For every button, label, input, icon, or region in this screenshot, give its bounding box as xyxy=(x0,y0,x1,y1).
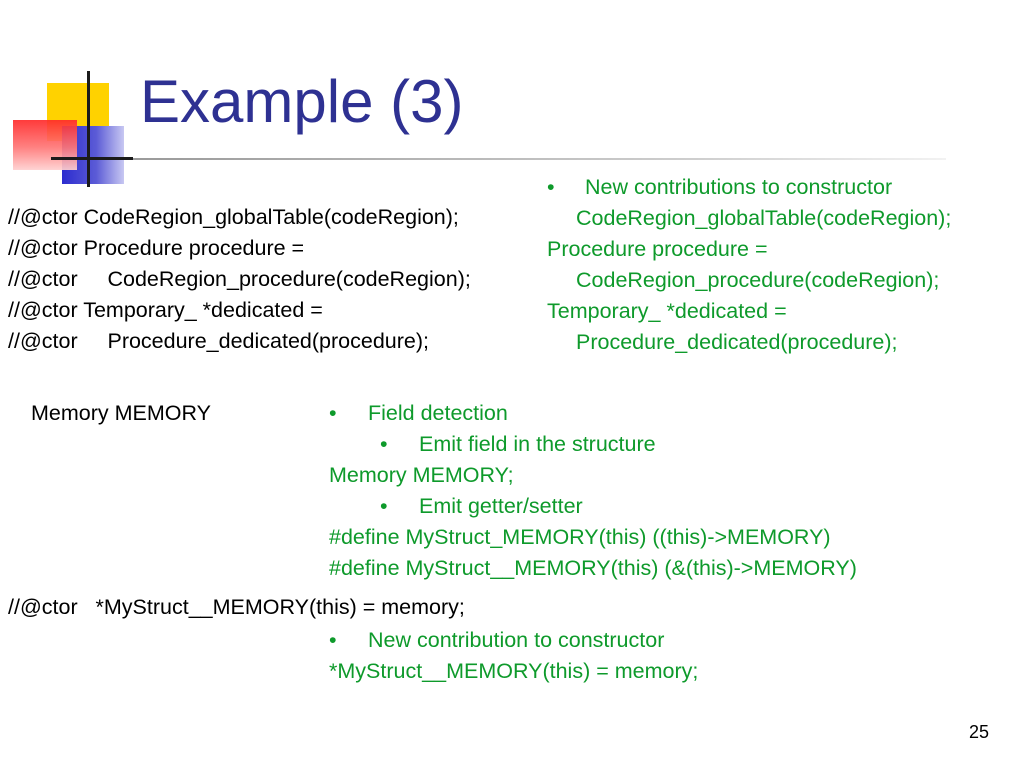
note-subitem: Emit field in the structure xyxy=(419,432,656,456)
bullet-icon: • xyxy=(329,628,337,652)
field-label: Memory MEMORY xyxy=(31,401,211,425)
page-number: 25 xyxy=(969,722,990,742)
code-line: //@ctor CodeRegion_globalTable(codeRegio… xyxy=(8,205,459,229)
bullet-icon: • xyxy=(380,432,388,456)
slide-logo-decoration xyxy=(0,0,140,200)
title-underline xyxy=(133,158,946,160)
note-code: #define MyStruct_MEMORY(this) ((this)->M… xyxy=(329,525,831,549)
horizontal-line-decoration xyxy=(51,157,133,160)
note-line: Temporary_ *dedicated = xyxy=(547,299,787,323)
code-line: //@ctor Temporary_ *dedicated = xyxy=(8,298,323,322)
note-line: CodeRegion_procedure(codeRegion); xyxy=(576,268,940,292)
note-heading: New contributions to constructor xyxy=(585,175,893,199)
bullet-icon: • xyxy=(380,494,388,518)
note-line: Procedure_dedicated(procedure); xyxy=(576,330,898,354)
red-square-decoration xyxy=(13,120,77,170)
note-subitem: Emit getter/setter xyxy=(419,494,583,518)
note-code: *MyStruct__MEMORY(this) = memory; xyxy=(329,659,699,683)
code-line: //@ctor Procedure_dedicated(procedure); xyxy=(8,329,429,353)
note-line: CodeRegion_globalTable(codeRegion); xyxy=(576,206,952,230)
note-code: Memory MEMORY; xyxy=(329,463,514,487)
note-heading: Field detection xyxy=(368,401,508,425)
code-line: //@ctor CodeRegion_procedure(codeRegion)… xyxy=(8,267,471,291)
note-line: Procedure procedure = xyxy=(547,237,768,261)
slide-title: Example (3) xyxy=(140,68,464,135)
ctor-code-line: //@ctor *MyStruct__MEMORY(this) = memory… xyxy=(8,595,465,619)
note-heading: New contribution to constructor xyxy=(368,628,665,652)
bullet-icon: • xyxy=(329,401,337,425)
code-line: //@ctor Procedure procedure = xyxy=(8,236,305,260)
bullet-icon: • xyxy=(547,175,555,199)
note-code: #define MyStruct__MEMORY(this) (&(this)-… xyxy=(329,556,857,580)
vertical-line-decoration xyxy=(87,71,90,187)
